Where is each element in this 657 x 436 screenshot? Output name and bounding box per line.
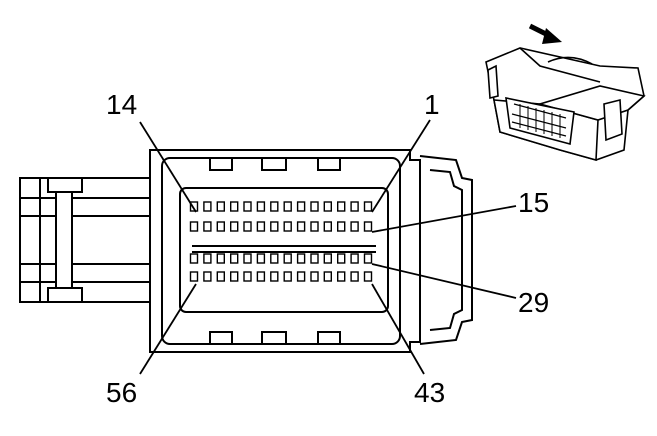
pin-cavity bbox=[243, 253, 252, 264]
pin-cavity bbox=[296, 221, 306, 232]
pin-cavity bbox=[310, 221, 319, 232]
pin-grid bbox=[189, 201, 373, 282]
pin-cavity bbox=[270, 271, 279, 282]
pin-cavity bbox=[270, 221, 279, 232]
pin-label-43: 43 bbox=[414, 377, 445, 408]
pin-label-14: 14 bbox=[106, 89, 137, 120]
leader-pin-1 bbox=[371, 119, 431, 213]
pin-cavity bbox=[337, 271, 346, 282]
pin-cavity bbox=[216, 201, 226, 212]
leader-pin-43 bbox=[371, 283, 425, 375]
connector-housing bbox=[149, 149, 421, 353]
leader-pin-15 bbox=[371, 205, 517, 233]
pin-cavity bbox=[189, 253, 199, 264]
leader-pin-14 bbox=[139, 121, 197, 213]
connector-latch bbox=[419, 155, 473, 345]
pin-cavity bbox=[337, 253, 346, 264]
pin-cavity bbox=[283, 253, 292, 264]
pin-cavity bbox=[216, 253, 226, 264]
pin-label-56: 56 bbox=[106, 377, 137, 408]
pin-cavity bbox=[216, 221, 226, 232]
pin-cavity bbox=[243, 201, 252, 212]
pin-cavity bbox=[337, 201, 346, 212]
pin-cavity bbox=[256, 271, 266, 282]
pin-cavity bbox=[310, 253, 319, 264]
pin-cavity bbox=[203, 271, 212, 282]
pin-cavity bbox=[256, 221, 266, 232]
pin-cavity bbox=[189, 271, 199, 282]
pin-cavity bbox=[229, 253, 239, 264]
pin-label-1: 1 bbox=[424, 89, 440, 120]
connector-perspective-icon bbox=[485, 47, 646, 162]
pin-cavity bbox=[363, 271, 373, 282]
pin-cavity bbox=[256, 201, 266, 212]
pin-cavity bbox=[283, 271, 292, 282]
locking-clip bbox=[47, 177, 83, 303]
pin-cavity bbox=[189, 221, 199, 232]
pin-cavity bbox=[243, 271, 252, 282]
pin-cavity bbox=[296, 201, 306, 212]
pin-cavity bbox=[363, 253, 373, 264]
pin-cavity bbox=[270, 253, 279, 264]
pin-cavity bbox=[310, 271, 319, 282]
pin-cavity bbox=[323, 253, 332, 264]
pin-cavity bbox=[203, 253, 212, 264]
pin-cavity bbox=[229, 271, 239, 282]
pin-cavity bbox=[203, 221, 212, 232]
pin-cavity bbox=[203, 201, 212, 212]
arrow-icon bbox=[528, 23, 562, 44]
cable-boot bbox=[19, 177, 151, 303]
pin-cavity bbox=[256, 253, 266, 264]
pin-cavity bbox=[296, 253, 306, 264]
pin-cavity bbox=[350, 221, 359, 232]
pin-label-29: 29 bbox=[518, 287, 549, 318]
pin-cavity bbox=[350, 201, 359, 212]
pin-cavity bbox=[337, 221, 346, 232]
pin-cavity bbox=[323, 201, 332, 212]
leader-pin-29 bbox=[371, 263, 517, 299]
pin-cavity bbox=[310, 201, 319, 212]
pin-cavity bbox=[350, 271, 359, 282]
pin-cavity bbox=[283, 221, 292, 232]
pin-cavity bbox=[229, 201, 239, 212]
pin-cavity bbox=[283, 201, 292, 212]
leader-lines bbox=[139, 119, 517, 375]
pin-labels: 14 1 15 29 56 43 bbox=[106, 89, 549, 408]
pin-cavity bbox=[363, 221, 373, 232]
pin-cavity bbox=[323, 221, 332, 232]
pin-cavity bbox=[296, 271, 306, 282]
pin-cavity bbox=[350, 253, 359, 264]
pin-label-15: 15 bbox=[518, 187, 549, 218]
pin-cavity bbox=[189, 201, 199, 212]
pin-cavity bbox=[363, 201, 373, 212]
pin-cavity bbox=[216, 271, 226, 282]
pin-cavity bbox=[270, 201, 279, 212]
pin-cavity bbox=[229, 221, 239, 232]
leader-pin-56 bbox=[139, 283, 197, 375]
pin-cavity bbox=[323, 271, 332, 282]
pin-cavity bbox=[243, 221, 252, 232]
